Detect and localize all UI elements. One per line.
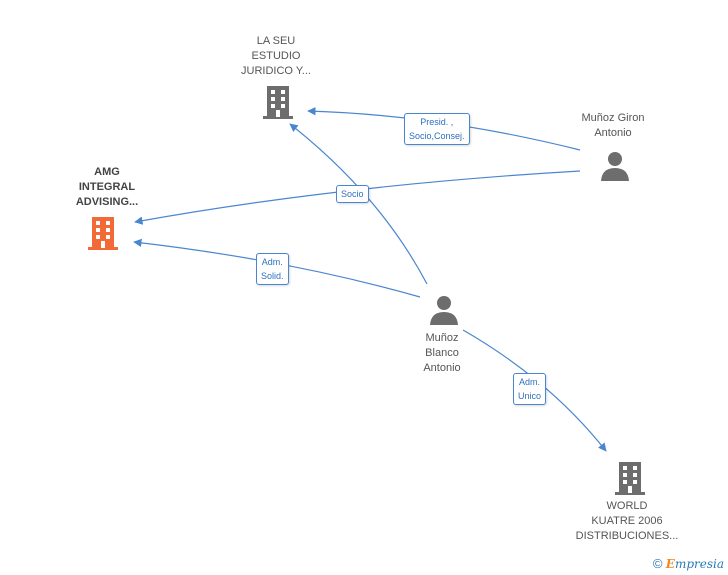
edge-blanco-laseu: [289, 123, 428, 285]
brand-logo: Empresia: [665, 557, 724, 571]
node-label-amg[interactable]: AMG INTEGRAL ADVISING...: [75, 166, 139, 208]
edge-label-socio[interactable]: Socio: [336, 185, 369, 203]
building-icon[interactable]: [87, 215, 119, 251]
node-label-munoz-giron[interactable]: Muñoz Giron Antonio: [581, 112, 645, 139]
copyright-symbol: ©: [652, 556, 663, 571]
person-icon[interactable]: [599, 150, 631, 182]
node-label-world-kuatre[interactable]: WORLD KUATRE 2006 DISTRIBUCIONES...: [575, 500, 679, 542]
building-icon[interactable]: [614, 460, 646, 496]
edge-label-presid[interactable]: Presid. , Socio,Consej.: [404, 113, 470, 145]
node-label-munoz-blanco[interactable]: Muñoz Blanco Antonio: [423, 332, 461, 374]
node-label-la-seu[interactable]: LA SEU ESTUDIO JURIDICO Y...: [241, 35, 311, 77]
edge-label-adm-unico[interactable]: Adm. Unico: [513, 373, 547, 405]
edge-label-adm-solid[interactable]: Adm. Solid.: [256, 253, 289, 285]
brand-footer: © Empresia: [653, 556, 724, 571]
person-icon[interactable]: [428, 294, 460, 326]
building-icon[interactable]: [262, 84, 294, 120]
